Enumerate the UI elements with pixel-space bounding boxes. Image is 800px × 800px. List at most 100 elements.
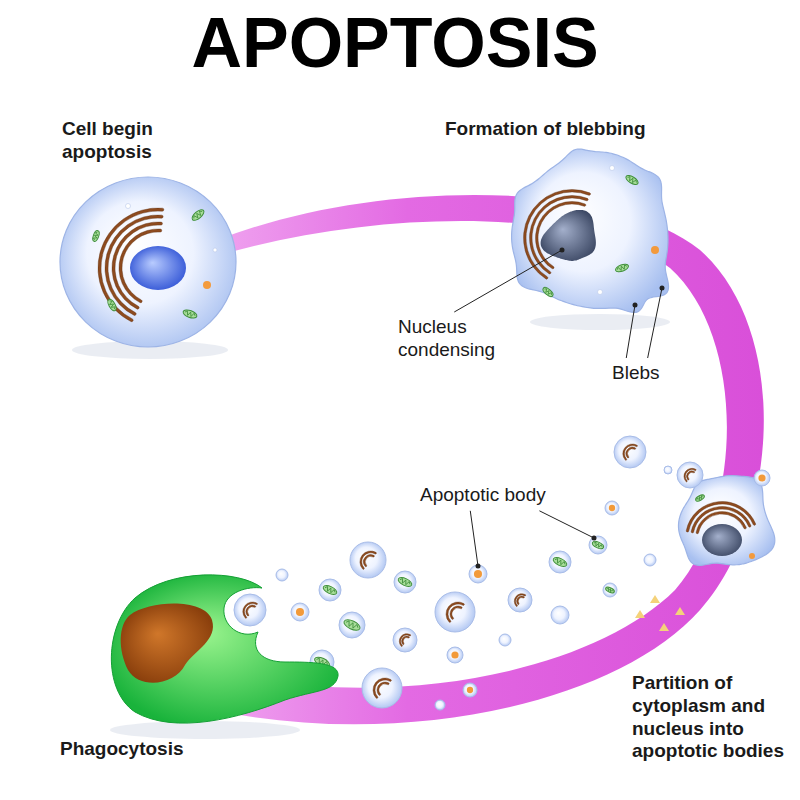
- vesicle: [598, 290, 603, 295]
- partitioning-cell: [678, 476, 774, 566]
- reticulum-arc: [402, 636, 410, 645]
- stage-label: Phagocytosis: [60, 738, 184, 761]
- leader-line: [454, 248, 564, 313]
- reticulum-arc: [517, 596, 525, 605]
- mitochondrion: [93, 232, 99, 241]
- leader-line: [454, 250, 562, 312]
- mitochondrion: [322, 584, 338, 597]
- part-label: Nucleus condensing: [398, 316, 523, 362]
- part-label: Apoptotic body: [420, 484, 546, 507]
- mitochondrion: [696, 495, 704, 501]
- apoptotic-body: [677, 462, 703, 488]
- mitochondrion: [695, 494, 706, 503]
- reticulum-arc: [687, 471, 695, 480]
- mitochondrion: [397, 576, 413, 589]
- mitochondrion: [552, 556, 568, 569]
- mitochondrion: [627, 176, 638, 184]
- healthy-cell: [60, 177, 236, 347]
- reticulum-arc: [246, 605, 256, 616]
- phagocyte-nucleus: [121, 604, 213, 683]
- apoptotic-body: [549, 551, 571, 573]
- apoptotic-body: [393, 628, 417, 652]
- apoptotic-body: [339, 612, 365, 638]
- mitochondrion: [397, 576, 413, 589]
- phagocyte: [111, 575, 338, 723]
- apoptotic-body: [605, 501, 619, 515]
- apoptotic-body: [644, 554, 656, 566]
- mitochondrion: [591, 540, 604, 550]
- apoptotic-body: [644, 554, 656, 566]
- mitochondrion: [106, 298, 118, 312]
- apoptotic-body: [605, 501, 619, 515]
- mitochondrion: [92, 230, 101, 242]
- leader-dot: [660, 286, 665, 291]
- healthy-cell: [60, 177, 236, 347]
- apoptotic-body: [350, 542, 386, 578]
- condensed-nucleus: [541, 210, 596, 261]
- reticulum-arc: [623, 444, 638, 460]
- mitochondrion: [542, 286, 555, 298]
- cell-shadow: [72, 314, 670, 739]
- cell-debris: [650, 595, 660, 603]
- vesicle: [609, 505, 615, 511]
- mitochondrion: [106, 298, 118, 312]
- vesicle: [467, 687, 473, 693]
- mitochondrion: [92, 230, 101, 242]
- apoptotic-body: [234, 594, 266, 626]
- apoptotic-body: [551, 606, 569, 624]
- apoptotic-body: [589, 536, 607, 554]
- mitochondrion: [193, 210, 204, 220]
- stage-label: Partition of cytoplasm and nucleus into …: [632, 672, 792, 763]
- apoptotic-body: [447, 647, 463, 663]
- mitochondrion: [182, 308, 198, 319]
- mitochondrion: [624, 174, 639, 186]
- apoptotic-body: [664, 466, 672, 474]
- leader-dot: [592, 536, 597, 541]
- mitochondrion: [593, 542, 603, 549]
- apoptotic-body: [499, 634, 511, 646]
- reticulum-arc: [446, 602, 464, 622]
- mitochondrion: [190, 208, 205, 222]
- leader-line: [539, 511, 594, 538]
- mitochondrion: [182, 308, 198, 319]
- mitochondrion: [542, 286, 555, 298]
- vesicle: [451, 651, 458, 658]
- reticulum-arc: [450, 606, 462, 619]
- mitochondrion: [399, 578, 411, 586]
- mitochondrion: [624, 174, 639, 186]
- mitochondrion: [615, 263, 630, 274]
- apoptotic-body: [234, 594, 266, 626]
- apoptotic-body: [463, 683, 477, 697]
- title-text: APOPTOSIS: [0, 8, 790, 78]
- mitochondrion: [345, 620, 359, 630]
- mitochondrion: [342, 618, 361, 633]
- vesicle: [213, 248, 217, 252]
- reticulum-arc: [377, 682, 389, 695]
- leader-line: [470, 511, 480, 569]
- cell-shadow: [110, 721, 300, 739]
- vesicle: [610, 166, 615, 171]
- reticulum-arc: [684, 468, 696, 482]
- vesicle: [651, 246, 659, 254]
- mitochondrion: [552, 556, 568, 569]
- apoptotic-body: [603, 583, 617, 597]
- apoptotic-body: [677, 462, 703, 488]
- reticulum-arc: [514, 594, 525, 607]
- condensed-nucleus: [702, 524, 742, 556]
- leader-dot: [476, 564, 481, 569]
- mitochondrion: [591, 540, 604, 550]
- nucleus: [130, 246, 186, 290]
- leader-line: [470, 511, 478, 566]
- leader-line: [648, 288, 662, 358]
- vesicle: [758, 474, 765, 481]
- apoptotic-body: [614, 436, 646, 468]
- mitochondrion: [108, 300, 116, 310]
- stage-label: Cell begin apoptosis: [62, 118, 192, 164]
- mitochondrion: [322, 584, 338, 597]
- cell-debris: [635, 610, 645, 618]
- reticulum-arc: [626, 447, 636, 458]
- leader-line: [648, 286, 665, 359]
- apoptotic-body: [362, 668, 402, 708]
- reticulum-arc: [360, 551, 377, 569]
